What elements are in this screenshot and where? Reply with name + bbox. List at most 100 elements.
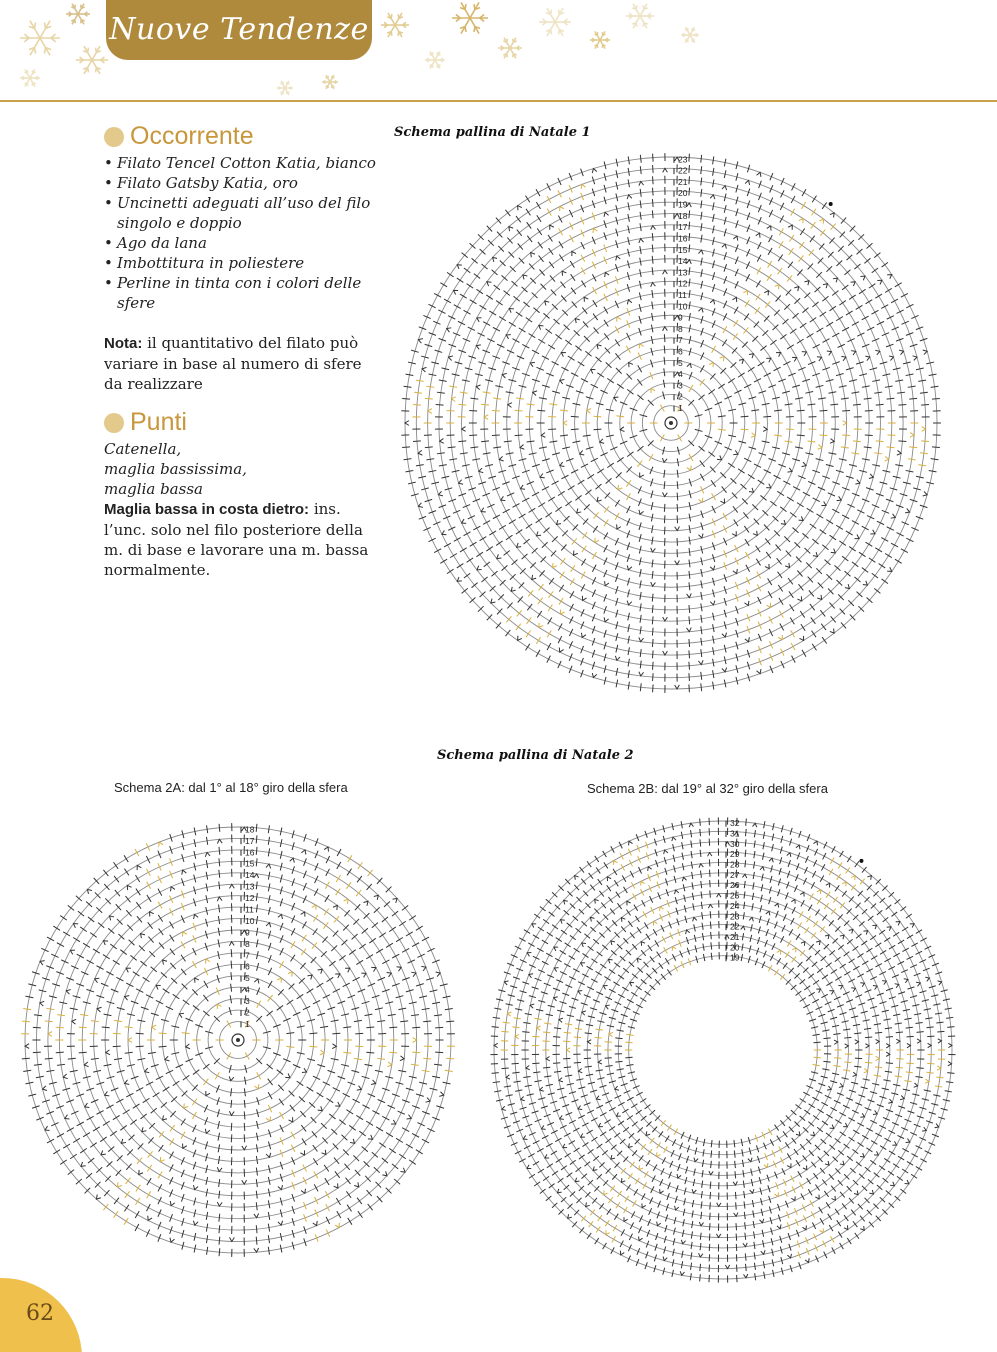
list-item: Imbottitura in poliestere xyxy=(104,253,379,273)
section-tab: Nuove Tendenze xyxy=(106,0,372,60)
round-circle xyxy=(161,963,315,1117)
round-circle xyxy=(24,826,452,1254)
round-circle xyxy=(534,861,912,1239)
round-circle xyxy=(641,393,701,453)
snowflake-decoration xyxy=(20,2,699,96)
round-circle xyxy=(116,918,360,1162)
round-number-label: 27 xyxy=(730,870,740,880)
stitches-list: Catenella, maglia bassissima, maglia bas… xyxy=(104,439,379,499)
round-number-label: 29 xyxy=(730,849,740,859)
materials-title: Occorrente xyxy=(130,122,254,150)
round-number-label: 11 xyxy=(245,904,254,914)
round-number-label: 15 xyxy=(245,859,255,869)
round-circle xyxy=(617,944,829,1156)
stitches-title: Punti xyxy=(130,408,187,436)
page-header: Nuove Tendenze xyxy=(0,0,997,104)
round-number-label: 16 xyxy=(678,233,688,243)
round-number-label: 11 xyxy=(678,290,687,300)
page-number: 62 xyxy=(26,1301,54,1326)
round-number-label: 4 xyxy=(245,985,250,995)
round-circle xyxy=(70,872,406,1208)
round-number-label: 31 xyxy=(730,828,740,838)
round-circle xyxy=(483,235,859,611)
snowflake-icon xyxy=(681,26,699,44)
round-circle xyxy=(545,872,901,1228)
round-number-label: 3 xyxy=(678,380,683,390)
note-paragraph: Nota: il quantitativo del filato può var… xyxy=(104,333,379,394)
list-item: Filato Tencel Cotton Katia, bianco xyxy=(104,153,379,173)
round-number-label: 10 xyxy=(245,916,255,926)
round-number-label: 5 xyxy=(678,358,683,368)
round-circle xyxy=(576,903,870,1197)
round-number-label: 13 xyxy=(245,882,255,892)
round-number-label: 21 xyxy=(730,932,740,942)
round-number-label: 2 xyxy=(245,1007,250,1017)
center-dot-icon xyxy=(236,1038,240,1042)
round-circle xyxy=(438,190,904,656)
round-number-label: 14 xyxy=(245,870,255,880)
round-number-label: 17 xyxy=(245,836,255,846)
round-number-label: 1 xyxy=(678,403,683,413)
round-number-label: 18 xyxy=(245,824,255,834)
round-circle xyxy=(619,371,723,475)
bullet-dot-icon xyxy=(104,126,124,147)
snowflake-icon xyxy=(20,20,60,56)
round-number-label: 6 xyxy=(245,962,250,972)
round-number-label: 28 xyxy=(730,860,740,870)
round-number-label: 6 xyxy=(678,347,683,357)
round-circle xyxy=(628,955,818,1145)
round-number-label: 9 xyxy=(678,313,683,323)
round-circle xyxy=(506,258,836,588)
round-circle xyxy=(184,986,292,1094)
center-ring-icon xyxy=(664,416,678,430)
round-circle xyxy=(566,893,880,1207)
round-circle xyxy=(574,326,768,520)
list-item: Ago da lana xyxy=(104,233,379,253)
round-number-label: 1 xyxy=(245,1019,250,1029)
list-item: Perline in tinta con i colori delle sfer… xyxy=(104,273,379,313)
stitch-desc-text: ins. l’unc. solo nel filo posteriore del… xyxy=(104,500,369,579)
round-number-label: 12 xyxy=(245,893,255,903)
round-number-label: 21 xyxy=(678,177,688,187)
snowflake-icon xyxy=(277,80,293,96)
snowflake-icon xyxy=(66,3,90,25)
round-number-label: 16 xyxy=(245,847,255,857)
round-circle xyxy=(493,820,953,1280)
round-number-label: 4 xyxy=(678,369,683,379)
snowflake-icon xyxy=(498,37,522,59)
round-circle xyxy=(207,1009,269,1071)
round-number-label: 23 xyxy=(678,154,688,164)
stitch-marks xyxy=(490,817,956,1283)
center-ring-icon xyxy=(231,1033,245,1047)
round-number-label: 30 xyxy=(730,839,740,849)
snowflake-icon xyxy=(539,7,571,37)
start-dot-icon xyxy=(828,202,833,207)
round-circle xyxy=(597,924,849,1176)
round-number-label: 15 xyxy=(678,245,688,255)
stitch-marks xyxy=(401,153,941,693)
round-circle xyxy=(607,934,839,1166)
snowflake-icon xyxy=(76,45,108,75)
round-number-label: 12 xyxy=(678,279,688,289)
round-number-label: 8 xyxy=(678,324,683,334)
round-number-label: 20 xyxy=(678,188,688,198)
snowflake-icon xyxy=(20,68,40,88)
list-item: Filato Gatsby Katia, oro xyxy=(104,173,379,193)
snowflake-icon xyxy=(452,2,488,34)
stitch-description: Maglia bassa in costa dietro: ins. l’unc… xyxy=(104,499,379,580)
center-dot-icon xyxy=(669,421,673,425)
round-number-label: 10 xyxy=(678,301,688,311)
round-circle xyxy=(93,895,383,1185)
snowflake-icon xyxy=(322,74,338,90)
round-number-label: 9 xyxy=(245,927,250,937)
round-number-label: 26 xyxy=(730,880,740,890)
round-circle xyxy=(138,940,338,1140)
round-number-label: 23 xyxy=(730,911,740,921)
round-circle xyxy=(415,167,927,679)
materials-column: Occorrente Filato Tencel Cotton Katia, b… xyxy=(104,122,379,580)
round-number-label: 3 xyxy=(245,996,250,1006)
snowflake-icon xyxy=(626,3,654,29)
